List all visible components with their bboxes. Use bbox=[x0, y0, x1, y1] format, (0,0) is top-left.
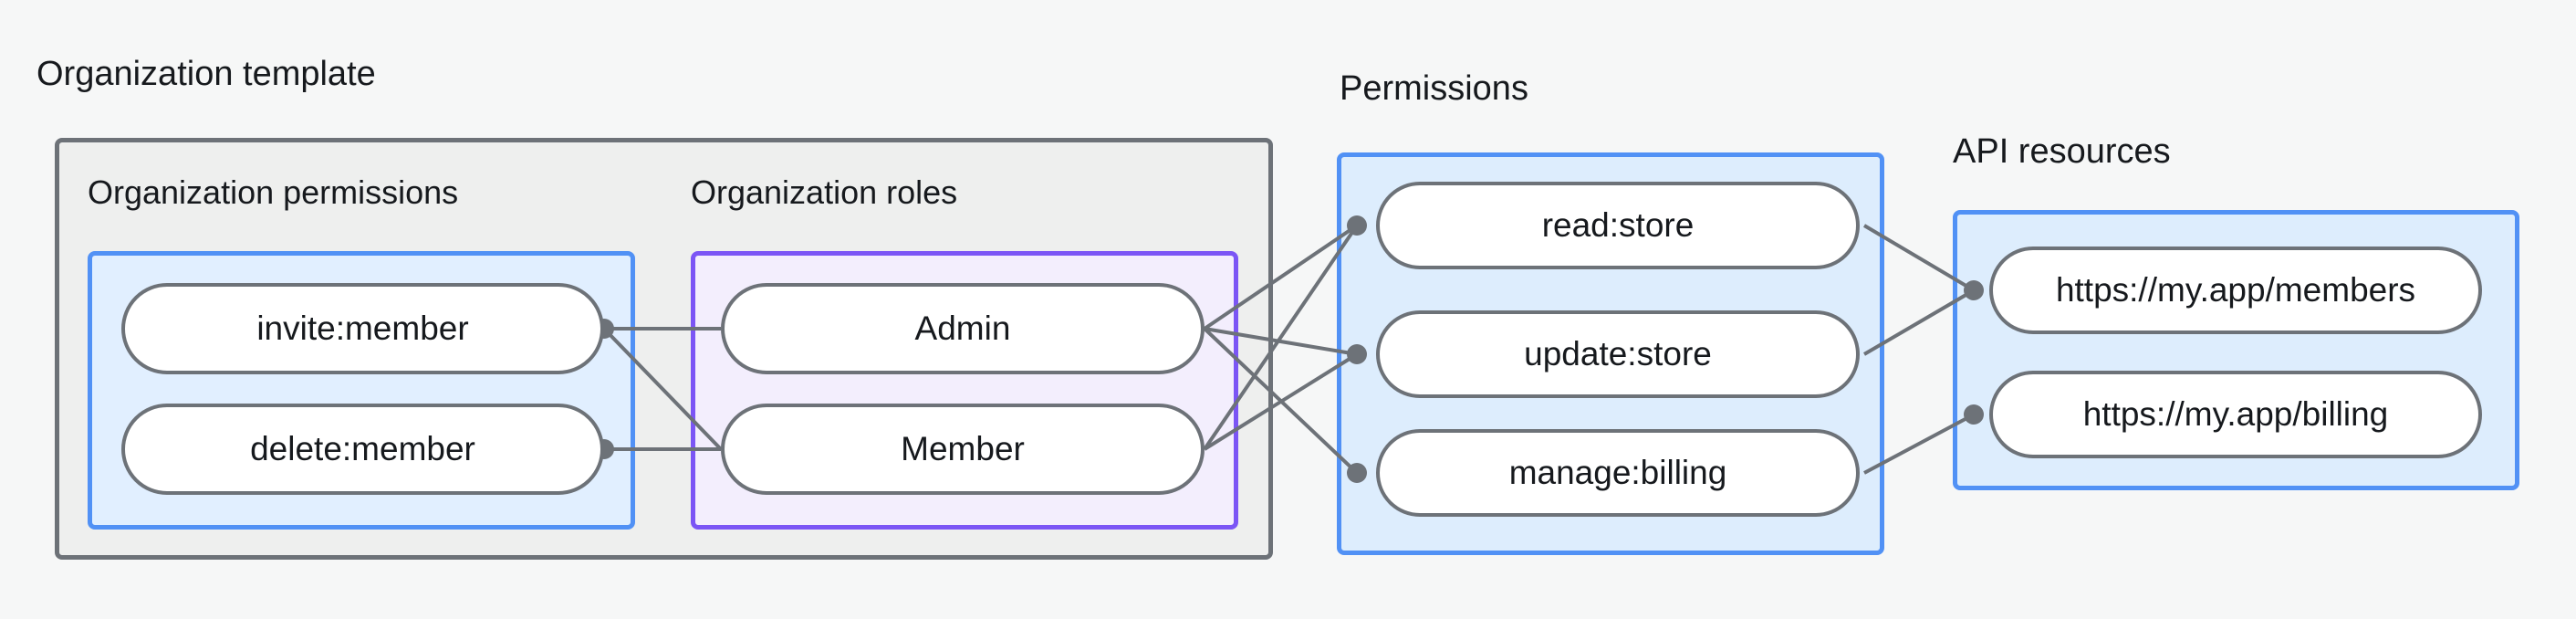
node-member[interactable]: Member bbox=[721, 404, 1205, 495]
organization-roles-title: Organization roles bbox=[691, 173, 958, 211]
node-update-store[interactable]: update:store bbox=[1376, 310, 1860, 398]
node-members-url[interactable]: https://my.app/members bbox=[1989, 247, 2482, 334]
node-billing-url[interactable]: https://my.app/billing bbox=[1989, 371, 2482, 458]
permissions-title: Permissions bbox=[1340, 69, 1528, 108]
node-invite-member[interactable]: invite:member bbox=[121, 283, 604, 374]
node-manage-billing[interactable]: manage:billing bbox=[1376, 429, 1860, 517]
organization-template-title: Organization template bbox=[37, 55, 376, 93]
organization-permissions-title: Organization permissions bbox=[88, 173, 459, 211]
api-resources-title: API resources bbox=[1953, 132, 2171, 171]
node-read-store[interactable]: read:store bbox=[1376, 182, 1860, 269]
node-admin[interactable]: Admin bbox=[721, 283, 1205, 374]
node-delete-member[interactable]: delete:member bbox=[121, 404, 604, 495]
